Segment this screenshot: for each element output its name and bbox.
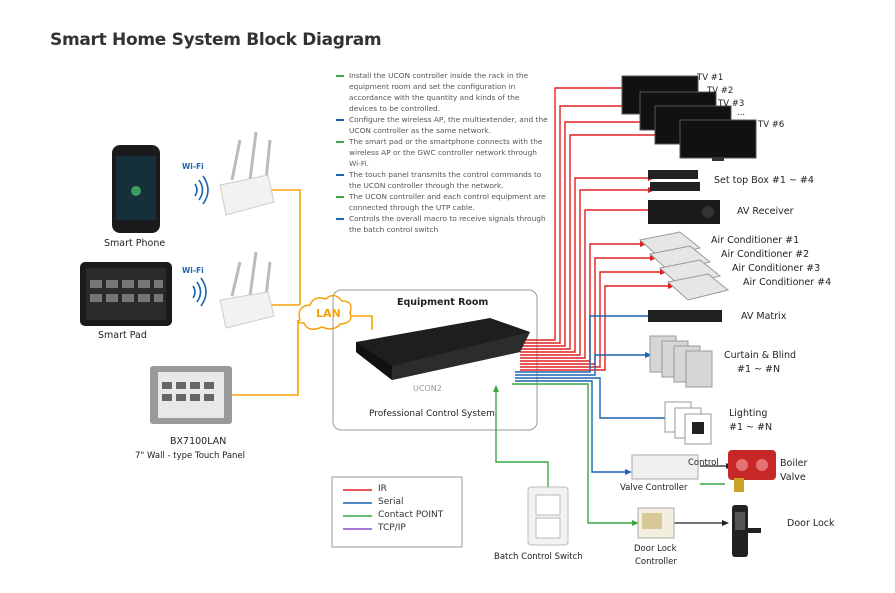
notes-list: Install the UCON controller inside the r… bbox=[336, 70, 548, 235]
legend-label: Serial bbox=[378, 497, 404, 507]
tv-label: TV #1 bbox=[697, 73, 724, 83]
wifi-signal-icon bbox=[192, 175, 209, 307]
tv-label: TV #2 bbox=[707, 86, 734, 96]
system-label: Professional Control System bbox=[369, 409, 495, 419]
equipment-room-box bbox=[332, 289, 538, 431]
set-top-box bbox=[648, 170, 700, 191]
lighting-label: Lighting bbox=[729, 408, 768, 419]
contact-arrowheads bbox=[493, 385, 639, 526]
valve-controller-device bbox=[631, 454, 699, 480]
lan-cloud bbox=[297, 294, 352, 330]
door-lock-device bbox=[732, 505, 761, 557]
touch-panel-description: 7" Wall - type Touch Panel bbox=[135, 451, 246, 461]
lighting-range-label: #1 ~ #N bbox=[729, 422, 773, 433]
curtain-stack bbox=[649, 335, 713, 388]
note-item: Controls the overall macro to receive si… bbox=[336, 213, 548, 235]
air-conditioner-label: Air Conditioner #3 bbox=[732, 263, 821, 274]
tv-label: ... bbox=[737, 108, 746, 118]
air-conditioner-label: Air Conditioner #2 bbox=[721, 249, 810, 260]
wifi-label: Wi-Fi bbox=[182, 162, 204, 171]
note-item: Configure the wireless AP, the multiexte… bbox=[336, 114, 548, 136]
curtain-label: Curtain & Blind bbox=[724, 350, 797, 361]
curtain-range-label: #1 ~ #N bbox=[737, 364, 781, 375]
smart-pad-label: Smart Pad bbox=[98, 330, 147, 341]
wireless-router-2 bbox=[219, 251, 275, 329]
tv-label: TV #3 bbox=[718, 99, 745, 109]
set-top-box-label: Set top Box #1 ~ #4 bbox=[714, 175, 814, 186]
legend-box bbox=[331, 476, 463, 548]
note-item: The smart pad or the smartphone connects… bbox=[336, 136, 548, 169]
valve-controller-label: Valve Controller bbox=[620, 483, 688, 493]
boiler-valve-device bbox=[728, 450, 776, 492]
av-matrix-label: AV Matrix bbox=[741, 311, 787, 322]
ir-wires bbox=[520, 87, 680, 371]
diagram-title: Smart Home System Block Diagram bbox=[50, 30, 382, 50]
control-wires bbox=[674, 465, 726, 524]
ucon-controller bbox=[356, 318, 530, 380]
tv-stack bbox=[621, 75, 757, 161]
wifi-label: Wi-Fi bbox=[182, 266, 204, 275]
touch-panel-name: BX7100LAN bbox=[170, 436, 227, 447]
equipment-room-title: Equipment Room bbox=[397, 297, 489, 308]
door-lock-label: Door Lock bbox=[787, 518, 835, 529]
air-conditioner-label: Air Conditioner #1 bbox=[711, 235, 800, 246]
smart-phone bbox=[112, 145, 160, 233]
ucon-device-label: UCON2 bbox=[413, 384, 442, 393]
door-lock-controller-label: Door Lock bbox=[634, 544, 677, 554]
batch-control-switch bbox=[527, 486, 569, 546]
note-item: The UCON controller and each control equ… bbox=[336, 191, 548, 213]
air-conditioner-stack bbox=[638, 231, 730, 301]
note-item: The touch panel transmits the control co… bbox=[336, 169, 548, 191]
legend-label: TCP/IP bbox=[378, 523, 406, 533]
smart-phone-label: Smart Phone bbox=[104, 238, 166, 249]
lighting-switches bbox=[664, 401, 712, 445]
air-conditioner-label: Air Conditioner #4 bbox=[743, 277, 832, 288]
av-receiver-label: AV Receiver bbox=[737, 206, 794, 217]
smart-pad bbox=[80, 262, 172, 326]
av-matrix-device bbox=[648, 310, 722, 322]
door-lock-controller-label: Controller bbox=[635, 557, 677, 567]
wireless-router-1 bbox=[219, 131, 275, 216]
contact-wires bbox=[495, 383, 725, 524]
legend-label: IR bbox=[378, 484, 387, 494]
av-receiver-device bbox=[648, 200, 720, 224]
boiler-label: Boiler bbox=[780, 458, 808, 469]
tv-label: TV #6 bbox=[758, 120, 785, 130]
note-item: Install the UCON controller inside the r… bbox=[336, 70, 548, 114]
lan-label: LAN bbox=[316, 307, 341, 320]
legend-lines bbox=[343, 489, 372, 530]
legend-label: Contact POINT bbox=[378, 510, 444, 520]
batch-switch-label: Batch Control Switch bbox=[494, 552, 583, 562]
serial-wires bbox=[515, 315, 665, 473]
door-lock-controller-device bbox=[637, 507, 675, 539]
wall-touch-panel bbox=[150, 366, 232, 424]
boiler-valve-label: Valve bbox=[780, 472, 806, 483]
control-label: Control bbox=[688, 458, 719, 468]
